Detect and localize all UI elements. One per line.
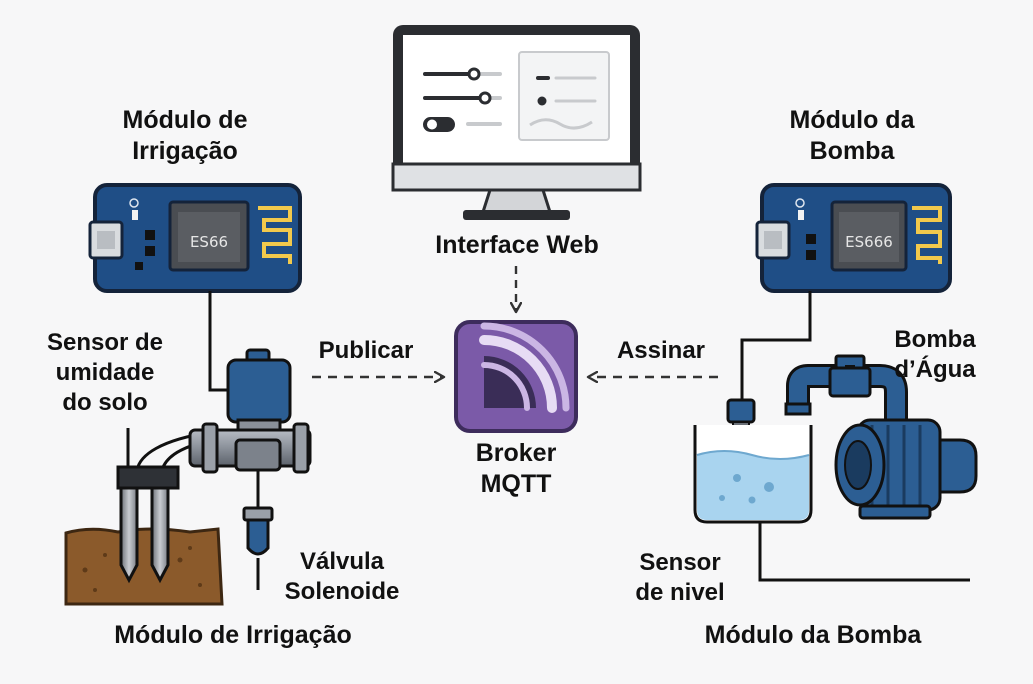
water-pump-label: Bomba d’Água [880,325,990,385]
tank-outlet-pipe [758,522,970,582]
level-sensor-line1: Sensor [639,549,721,576]
soil-sensor-label: Sensor de umidade do solo [30,328,180,418]
solenoid-valve-icon [188,348,312,590]
broker-label-line1: Broker [475,439,557,467]
water-pump-icon [784,354,978,520]
irrigation-module-top-line2: Irrigação [132,137,238,165]
valve-label: Válvula Solenoide [272,547,412,607]
board-to-level-sensor-wire [740,291,812,402]
subscribe-label: Assinar [616,337,706,364]
soil-sensor-line1: Sensor de [46,329,164,356]
level-sensor-label: Sensor de nivel [620,548,740,608]
water-pump-line1: Bomba [894,326,976,353]
chip-label-right: ES666 [845,233,893,251]
pump-module-top-line2: Bomba [809,137,895,165]
soil-block [64,527,224,606]
irrigation-module-top-title: Módulo de Irrigação [100,105,270,167]
water-pump-line2: d’Água [894,356,976,383]
web-interface-label: Interface Web [435,231,599,259]
irrigation-module-top-line1: Módulo de [122,106,248,134]
irrigation-esp-board: ES66 [88,183,302,293]
level-sensor-line2: de nivel [635,579,725,606]
board-to-valve-wire [208,291,228,392]
chip-label-left: ES66 [190,233,228,251]
pump-module-top-title: Módulo da Bomba [772,105,932,167]
publish-label: Publicar [318,337,414,364]
pump-module-bottom-title: Módulo da Bomba [704,621,922,649]
valve-line1: Válvula [299,548,385,575]
broker-label: Broker MQTT [456,438,576,500]
water-tank-icon [693,425,813,524]
soil-moisture-sensor-icon [116,428,180,584]
irrigation-module-bottom-title: Módulo de Irrigação [114,621,352,649]
soil-sensor-line3: do solo [62,389,148,416]
pump-esp-board: ES666 [755,183,952,293]
broker-label-line2: MQTT [480,470,552,498]
pump-module-top-line1: Módulo da [789,106,915,134]
valve-line2: Solenoide [284,578,400,605]
monitor-icon [391,25,642,220]
soil-sensor-line2: umidade [55,359,155,386]
broker-mqtt-icon [454,320,578,433]
